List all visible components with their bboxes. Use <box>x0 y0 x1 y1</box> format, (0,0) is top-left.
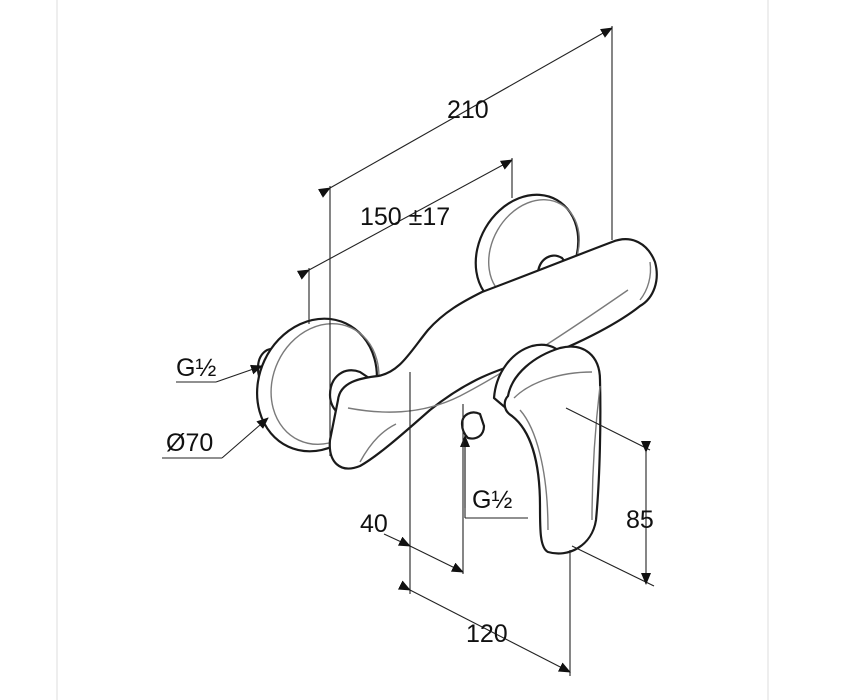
dimension-40: 40 <box>360 372 464 594</box>
rosette-diameter-label: Ø70 <box>166 429 213 457</box>
dimension-85-label: 85 <box>626 506 654 534</box>
dimension-210-label: 210 <box>447 96 489 124</box>
dimension-150: 150 ±17 <box>296 158 513 324</box>
lever-handle <box>492 343 602 555</box>
outlet-thread-label: G½ <box>472 486 512 514</box>
dimension-40-label: 40 <box>360 510 388 538</box>
callout-rosette-diameter: Ø70 <box>162 417 269 459</box>
dimension-120-label: 120 <box>466 620 508 648</box>
outlet-stub <box>460 411 486 440</box>
dimension-150-label: 150 ±17 <box>360 203 450 231</box>
dimension-120: 120 <box>397 550 571 676</box>
callout-inlet-thread: G½ <box>176 354 263 383</box>
callout-outlet-thread: G½ <box>460 434 528 519</box>
dimension-85: 85 <box>565 407 655 587</box>
inlet-thread-label: G½ <box>176 354 216 382</box>
